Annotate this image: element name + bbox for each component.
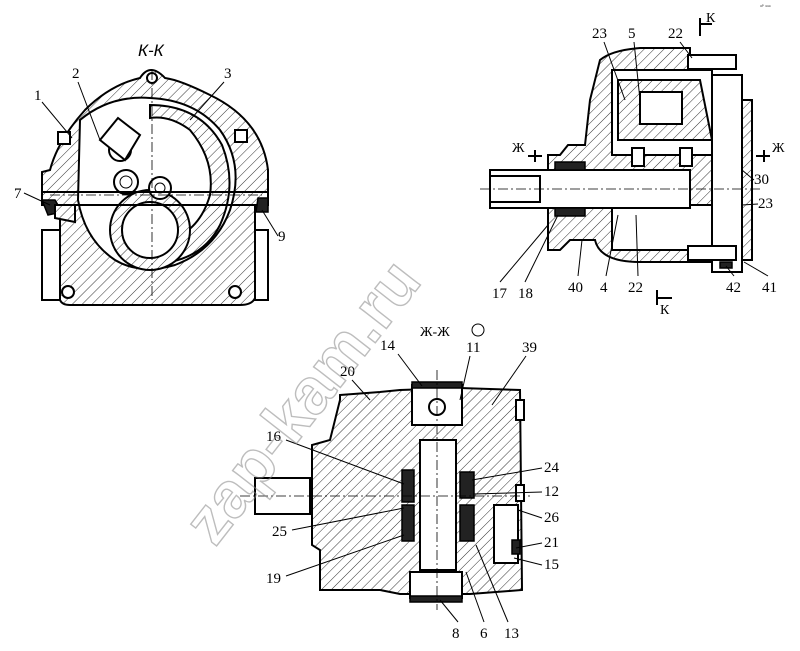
side-seal-bottom [554, 207, 586, 217]
zhzh-label-16: 16 [266, 429, 282, 445]
zhzh-label-14: 14 [380, 338, 396, 354]
side-label-4: 4 [600, 280, 608, 296]
zhzh-label-25: 25 [272, 524, 287, 540]
zhzh-label-24: 24 [544, 460, 560, 476]
zhzh-label-11: 11 [466, 340, 480, 356]
zhzh-label-21: 21 [544, 535, 559, 551]
kk-label-7: 7 [14, 186, 22, 202]
side-seal-top [554, 161, 586, 171]
side-label-17: 17 [492, 286, 508, 302]
side-section-zh-right: Ж [772, 141, 785, 156]
side-shaft-end [489, 175, 541, 203]
view-side [480, 47, 760, 273]
zhzh-label-13: 13 [504, 626, 519, 642]
kk-small-gear-3 [148, 176, 172, 200]
side-label-42: 42 [726, 280, 741, 296]
zhzh-bottom-bushing [409, 571, 463, 599]
side-section-k-top: К [706, 11, 716, 26]
kk-title: К-К [138, 41, 165, 60]
side-lower-cavity [611, 204, 713, 251]
side-section-zh-left: Ж [512, 141, 525, 156]
zhzh-label-39: 39 [522, 340, 537, 356]
side-label-40: 40 [568, 280, 583, 296]
side-label-23-top: 23 [592, 26, 607, 42]
zhzh-label-15: 15 [544, 557, 559, 573]
kk-base-right [254, 229, 269, 301]
zhzh-label-19: 19 [266, 571, 281, 587]
kk-side-bolt-left [57, 131, 71, 145]
zhzh-view-circle [471, 323, 485, 337]
kk-vane [98, 116, 142, 162]
view-kk [40, 69, 269, 306]
zhzh-label-6: 6 [480, 626, 488, 642]
kk-bolt-hole-right [228, 285, 242, 299]
zhzh-bottom-seal [409, 595, 463, 603]
zhzh-label-12: 12 [544, 484, 559, 500]
zhzh-label-20: 20 [340, 364, 355, 380]
zhzh-label-8: 8 [452, 626, 460, 642]
kk-small-gear-2 [113, 169, 139, 195]
kk-side-bolt-right [234, 129, 248, 143]
side-label-23-right: 23 [758, 196, 773, 212]
side-label-5: 5 [628, 26, 636, 42]
side-label-22-top: 22 [668, 26, 683, 42]
side-label-18: 18 [518, 286, 533, 302]
kk-label-3: 3 [224, 66, 232, 82]
kk-seal-right [255, 197, 269, 213]
corner-mark: ᵃᴾ ᵉᵉᵉ [760, 4, 771, 10]
kk-drive-gear-bore [121, 201, 179, 259]
zhzh-label-26: 26 [544, 510, 560, 526]
kk-bolt-hole-left [61, 285, 75, 299]
kk-label-9: 9 [278, 229, 286, 245]
side-label-41: 41 [762, 280, 777, 296]
side-bolt-top [687, 54, 737, 70]
zhzh-title: Ж-Ж [420, 325, 450, 340]
kk-base [41, 229, 61, 301]
zhzh-pad-right-top [459, 471, 475, 499]
side-label-30: 30 [754, 172, 769, 188]
kk-label-1: 1 [34, 88, 42, 104]
side-bolt-bottom [687, 245, 737, 261]
zhzh-pad-left-bottom [401, 504, 415, 542]
side-label-22-bottom: 22 [628, 280, 643, 296]
side-section-k-bottom: К [660, 303, 670, 318]
zhzh-pad-right-bottom [459, 504, 475, 542]
kk-label-2: 2 [72, 66, 80, 82]
side-end-cover [711, 74, 743, 273]
zhzh-pad-left-top [401, 469, 415, 503]
view-zhzh [240, 370, 530, 610]
zhzh-central-shaft [419, 439, 457, 571]
